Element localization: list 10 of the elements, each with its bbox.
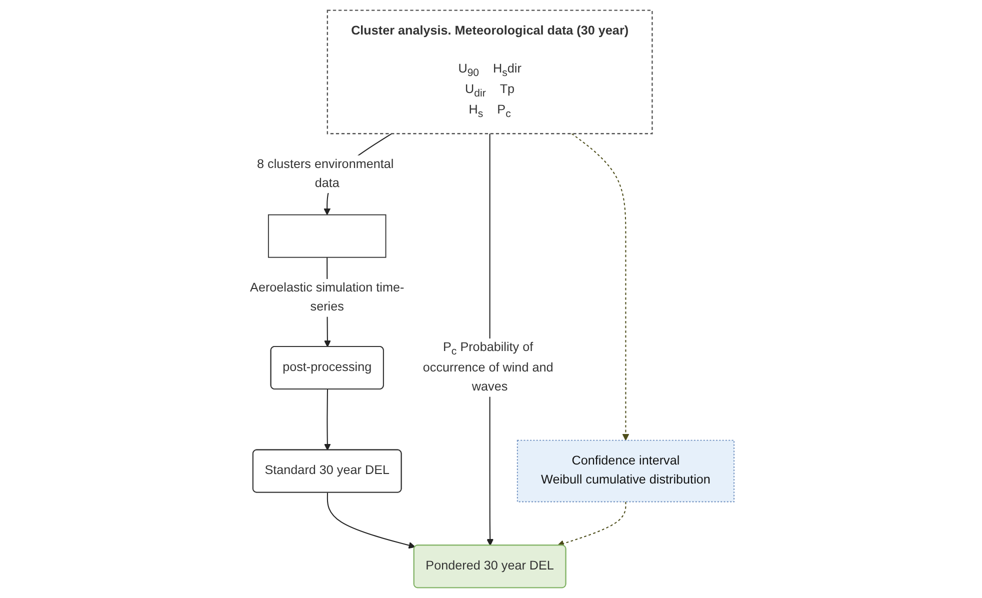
node-box: Confidence interval Weibull cumulative distribution — [516, 440, 734, 502]
edge-label: P$_{c}$ Probability of occurrence of wind and waves — [422, 340, 554, 394]
arrow — [324, 389, 331, 450]
arrow — [326, 492, 416, 549]
edge-label: 8 clusters environmental data — [256, 158, 394, 190]
arrow — [571, 133, 629, 441]
node-box — [268, 214, 386, 258]
arrow — [557, 502, 626, 547]
node-box: Cluster analysis. Meteorological data (30 year) U$_{90}$ H$_{s}$dir U$_{dir}$ Tp H$_{s}$ P$_{c}$ — [326, 10, 653, 134]
edge-label: Aeroelastic simulation time-series — [250, 281, 404, 314]
